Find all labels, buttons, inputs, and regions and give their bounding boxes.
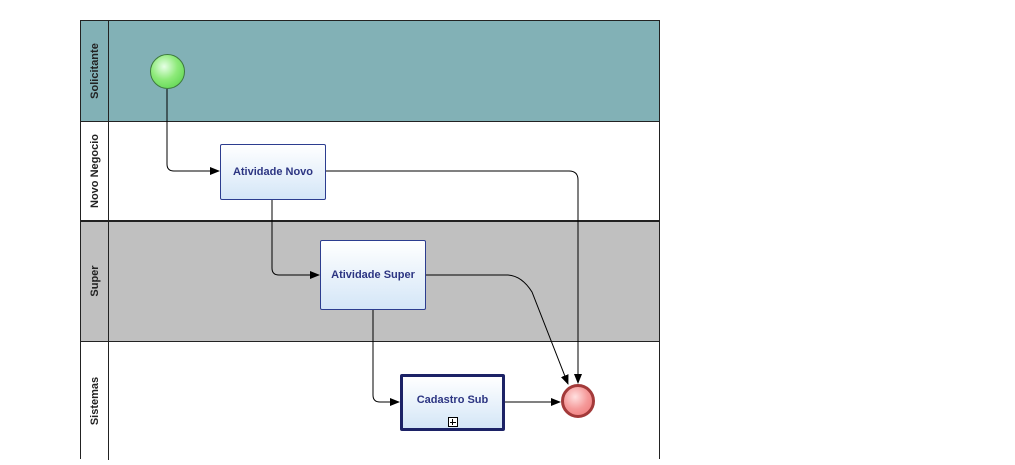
lane-header-novo-negocio: Novo Negocio (81, 121, 109, 221)
task-atividade-novo[interactable]: Atividade Novo (220, 144, 326, 200)
task-label: Atividade Novo (232, 166, 314, 178)
start-event[interactable] (150, 54, 185, 89)
lane-divider (81, 121, 659, 122)
flow-atividade-novo-to-end[interactable] (325, 170, 582, 384)
task-atividade-super[interactable]: Atividade Super (320, 240, 426, 310)
lane-divider (81, 341, 659, 342)
subprocess-cadastro-sub[interactable]: Cadastro Sub (400, 374, 505, 431)
lane-divider (81, 220, 659, 222)
lane-header-sistemas: Sistemas (81, 341, 109, 460)
flow-atividade-super-to-end[interactable] (426, 274, 569, 385)
end-event[interactable] (561, 384, 595, 418)
task-label: Cadastro Sub (416, 393, 489, 406)
flow-atividade-novo-to-atividade-super[interactable] (271, 199, 320, 279)
lane-header-solicitante: Solicitante (81, 21, 109, 121)
task-label: Atividade Super (331, 269, 415, 281)
plus-square-icon[interactable] (447, 417, 458, 427)
flow-start-to-atividade-novo[interactable] (166, 89, 220, 175)
lane-header-super: Super (81, 221, 109, 341)
flow-atividade-super-to-cadastro-sub[interactable] (372, 309, 400, 406)
